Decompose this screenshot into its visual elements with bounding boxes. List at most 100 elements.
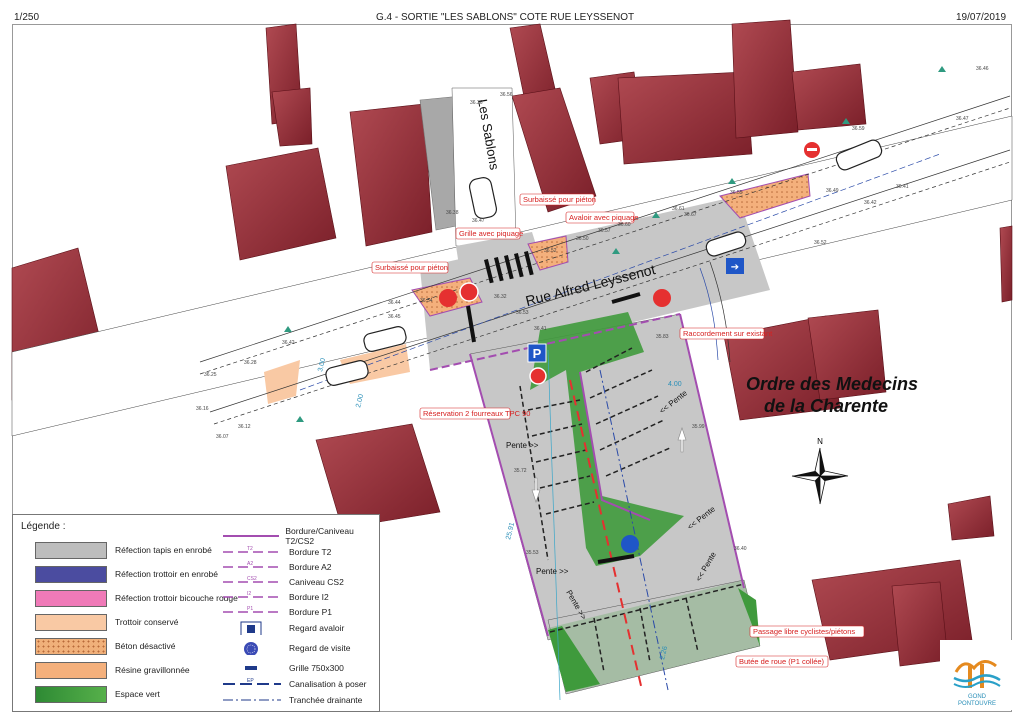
compass-rose-icon: N: [791, 437, 849, 505]
spot-height: 36.47: [956, 116, 969, 122]
spot-height: 36.42: [864, 200, 877, 206]
legend-item: Réfection tapis en enrobé: [35, 540, 212, 560]
spot-height: 36.49: [826, 188, 839, 194]
legend-item: Réfection trottoir en enrobé: [35, 564, 218, 584]
stop-bar: [597, 554, 635, 564]
parking-sign-letter: P: [533, 346, 542, 361]
stop-sign-icon: [439, 289, 457, 307]
legend-panel: Légende : Réfection tapis en enrobé Réfe…: [12, 514, 380, 712]
dimension: 2.26: [659, 645, 669, 660]
building: [511, 87, 597, 213]
svg-text:T2: T2: [247, 546, 253, 552]
dimension: 25.91: [505, 522, 516, 541]
spot-height: 36.12: [238, 424, 251, 430]
building-label-line1: Ordre des Medecins: [746, 374, 918, 394]
annotation-raccordement: Raccordement sur existant: [683, 329, 773, 338]
tranchee-drainante: [599, 369, 669, 691]
legend-title: Légende :: [21, 521, 66, 532]
cars: [325, 139, 883, 386]
plan-title: G.4 - SORTIE "LES SABLONS" COTE RUE LEYS…: [376, 12, 635, 23]
legend-line-item: Regard avaloir: [221, 621, 344, 635]
legend-label: Résine gravillonnée: [115, 665, 190, 675]
legend-item: Résine gravillonnée: [35, 660, 190, 680]
legend-line-item: Regard de visite: [221, 641, 350, 655]
legend-line-item: T2 Bordure T2: [221, 545, 331, 559]
no-entry-sign-icon: [529, 367, 547, 385]
legend-label: Grille 750x300: [289, 663, 344, 673]
parking-sign-icon: [527, 343, 547, 363]
svg-text:EP: EP: [247, 678, 254, 684]
annotations: Surbaissé pour piéton Surbaissé pour pié…: [371, 193, 865, 668]
legend-label: Caniveau CS2: [289, 577, 344, 587]
spot-height: 36.67: [684, 212, 697, 218]
stop-bar: [466, 305, 476, 343]
annotation-surbaisse: Surbaissé pour piéton: [523, 195, 596, 204]
spot-height: 36.41: [896, 184, 909, 190]
legend-swatch: [35, 541, 107, 559]
spot-height: 36.40: [734, 546, 747, 552]
logo-line2: PONTOUVRE: [958, 701, 996, 707]
building: [731, 19, 799, 139]
spot-height: 36.61: [672, 206, 685, 212]
spot-height: 36.16: [196, 406, 209, 412]
legend-label: Regard avaloir: [289, 623, 345, 633]
spot-height: 36.38: [446, 210, 459, 216]
dimension: 3.00: [317, 357, 327, 372]
spot-height: 36.55: [730, 190, 743, 196]
legend-label: Béton désactivé: [115, 641, 176, 651]
legend-label: Regard de visite: [289, 643, 351, 653]
spot-height: 36.07: [216, 434, 229, 440]
building: [271, 87, 313, 147]
legend-label: Tranchée drainante: [289, 695, 363, 705]
building: [225, 147, 337, 261]
pente-label: Pente >>: [536, 567, 569, 576]
annotation-surbaisse: Surbaissé pour piéton: [375, 263, 448, 272]
spot-height: 36.41: [534, 326, 547, 332]
kerbs: [429, 313, 745, 637]
legend-line-item: Bordure/Caniveau T2/CS2: [221, 526, 379, 546]
green-edge: [548, 580, 760, 692]
legend-swatch: [35, 613, 107, 631]
spot-height: 36.32: [494, 294, 507, 300]
stop-sign-icon: [653, 289, 671, 307]
green-island: [530, 312, 684, 566]
annotation-reservation: Réservation 2 fourreaux TPC 90: [423, 409, 530, 418]
building: [947, 495, 995, 541]
scale-label: 1/250: [14, 12, 40, 23]
dimension: 2.00: [355, 393, 365, 408]
building: [617, 71, 753, 165]
plan-date: 19/07/2019: [956, 12, 1007, 23]
building: [999, 225, 1013, 303]
spot-height: 36.59: [852, 126, 865, 132]
svg-text:➔: ➔: [731, 262, 739, 273]
legend-line-item: I2 Bordure I2: [221, 590, 329, 604]
spot-height: 36.45: [388, 314, 401, 320]
dimension-labels: 3.00 2.00 25.91 4.00 2.26: [317, 357, 682, 660]
building: [315, 423, 441, 529]
legend-label: Bordure T2: [289, 547, 332, 557]
spot-height: 36.50: [576, 236, 589, 242]
logo-line1: GOND: [968, 694, 987, 700]
junction-refection: [456, 232, 560, 338]
spot-heights: 36.36 36.56 36.38 36.47 36.52 36.50 36.5…: [196, 66, 989, 556]
legend-line-item: Grille 750x300: [221, 661, 344, 675]
spot-height: 36.52: [814, 240, 827, 246]
spot-height: 36.53: [516, 310, 529, 316]
building: [807, 309, 887, 401]
legend-label: Bordure A2: [289, 562, 332, 572]
legend-line-item: A2 Bordure A2: [221, 560, 332, 574]
building: [723, 315, 841, 421]
svg-text:A2: A2: [247, 561, 253, 567]
one-way-sign-icon: [726, 258, 744, 274]
spot-height: 36.25: [204, 372, 217, 378]
stop-bar: [611, 292, 641, 304]
building-label-line2: de la Charente: [764, 396, 888, 416]
spot-height: 36.52: [544, 248, 557, 254]
dimension-line: [547, 349, 561, 701]
legend-line-item: Tranchée drainante: [221, 693, 362, 707]
spot-height: 36.60: [618, 222, 631, 228]
annotation-passage: Passage libre cyclistes/piétons: [753, 627, 855, 636]
legend-line-item: CS2 Caniveau CS2: [221, 575, 344, 589]
pente-label: Pente >>: [506, 441, 539, 450]
legend-label: Bordure P1: [289, 607, 332, 617]
